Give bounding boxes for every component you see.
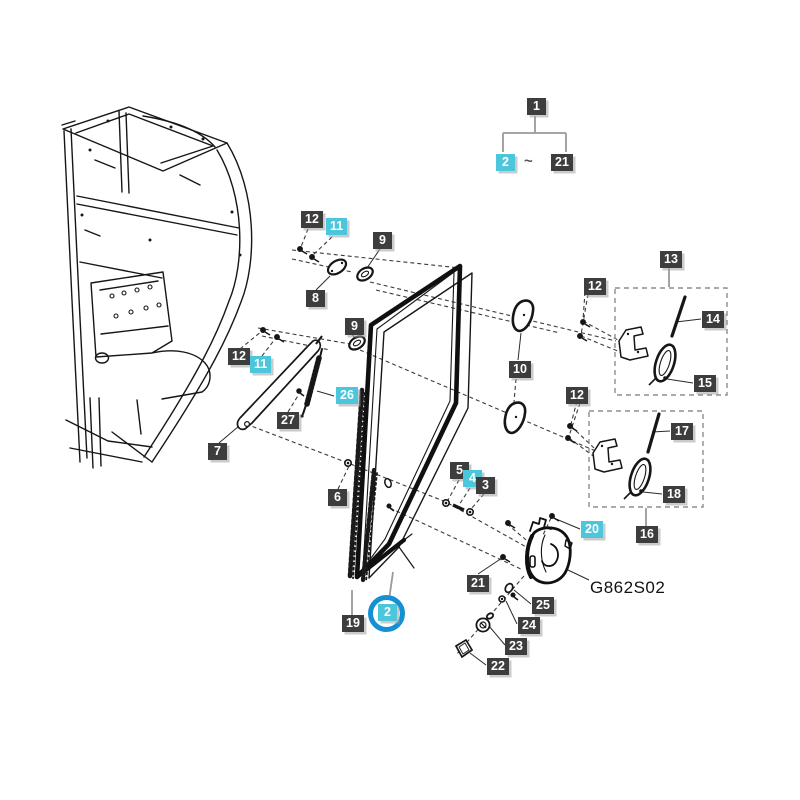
hinge-pin-14 — [670, 295, 687, 338]
part-label-18[interactable]: 18 — [663, 486, 685, 503]
part-label-2-sel[interactable]: 2 — [378, 604, 397, 621]
hinge-pin-17 — [646, 412, 661, 454]
part-label-8[interactable]: 8 — [306, 290, 325, 307]
part-label-tree-2[interactable]: 2 — [496, 154, 515, 171]
selection-ring — [368, 595, 405, 632]
part-label-15[interactable]: 15 — [694, 375, 716, 392]
part-label-3[interactable]: 3 — [476, 477, 495, 494]
bushing-25 — [504, 582, 514, 594]
gasket-8 — [326, 258, 348, 276]
part-label-20[interactable]: 20 — [581, 521, 603, 538]
hinge-bracket — [618, 326, 649, 361]
part-label-12-d[interactable]: 12 — [566, 387, 588, 404]
nut-24 — [498, 595, 506, 603]
part-label-23[interactable]: 23 — [505, 638, 527, 655]
part-label-11-a[interactable]: 11 — [326, 218, 348, 235]
part-label-9-b[interactable]: 9 — [345, 318, 364, 335]
gray-leaders — [351, 116, 670, 615]
bolt-4 — [452, 503, 465, 512]
part-label-7[interactable]: 7 — [208, 443, 227, 460]
part-label-24[interactable]: 24 — [518, 617, 540, 634]
hinge-box-upper — [614, 287, 728, 396]
part-label-tree-21[interactable]: 21 — [551, 154, 573, 171]
door-latch-drawing — [525, 517, 573, 585]
part-label-27[interactable]: 27 — [277, 412, 299, 429]
window-seal-outer — [354, 263, 463, 580]
fasteners-and-gaskets — [260, 246, 591, 659]
gasket-10-lower — [503, 401, 527, 435]
gasket-10-upper — [511, 299, 535, 333]
part-label-10[interactable]: 10 — [509, 361, 531, 378]
hinge-loop — [628, 457, 652, 497]
part-label-9-a[interactable]: 9 — [373, 232, 392, 249]
part-label-13[interactable]: 13 — [660, 251, 682, 268]
part-label-6[interactable]: 6 — [328, 489, 347, 506]
cab-frame-drawing — [61, 106, 253, 469]
part-label-12-a[interactable]: 12 — [301, 211, 323, 228]
oring — [384, 477, 392, 489]
door-glass-drawing — [347, 263, 473, 583]
nut-3 — [465, 507, 474, 516]
nut-5 — [441, 498, 450, 507]
part-label-11-b[interactable]: 11 — [250, 356, 272, 373]
leader-lines — [218, 248, 702, 666]
part-label-12-c[interactable]: 12 — [584, 278, 606, 295]
part-label-tree-1[interactable]: 1 — [527, 98, 546, 115]
gasket-22 — [454, 638, 474, 659]
gas-strut-26 — [300, 348, 323, 418]
window-seal-inner — [362, 271, 455, 570]
range-tilde: ~ — [524, 153, 533, 170]
hinge-bracket — [592, 438, 623, 473]
door-handle-7 — [236, 335, 323, 431]
figure-code: G862S02 — [590, 578, 666, 597]
hinge-loop — [653, 343, 677, 383]
part-label-19[interactable]: 19 — [342, 615, 364, 632]
part-label-16[interactable]: 16 — [636, 526, 658, 543]
lock-cylinder-23 — [475, 612, 495, 633]
part-label-21-b[interactable]: 21 — [467, 575, 489, 592]
part-label-25[interactable]: 25 — [532, 597, 554, 614]
part-label-12-b[interactable]: 12 — [228, 348, 250, 365]
part-label-26[interactable]: 26 — [336, 387, 358, 404]
screw-set — [260, 246, 591, 601]
gasket-9a — [356, 266, 374, 282]
part-label-17[interactable]: 17 — [671, 423, 693, 440]
gasket-9b — [348, 335, 366, 351]
part-label-14[interactable]: 14 — [702, 311, 724, 328]
part-label-22[interactable]: 22 — [487, 658, 509, 675]
hinge-box-lower — [588, 410, 704, 508]
nut-6 — [343, 458, 352, 467]
